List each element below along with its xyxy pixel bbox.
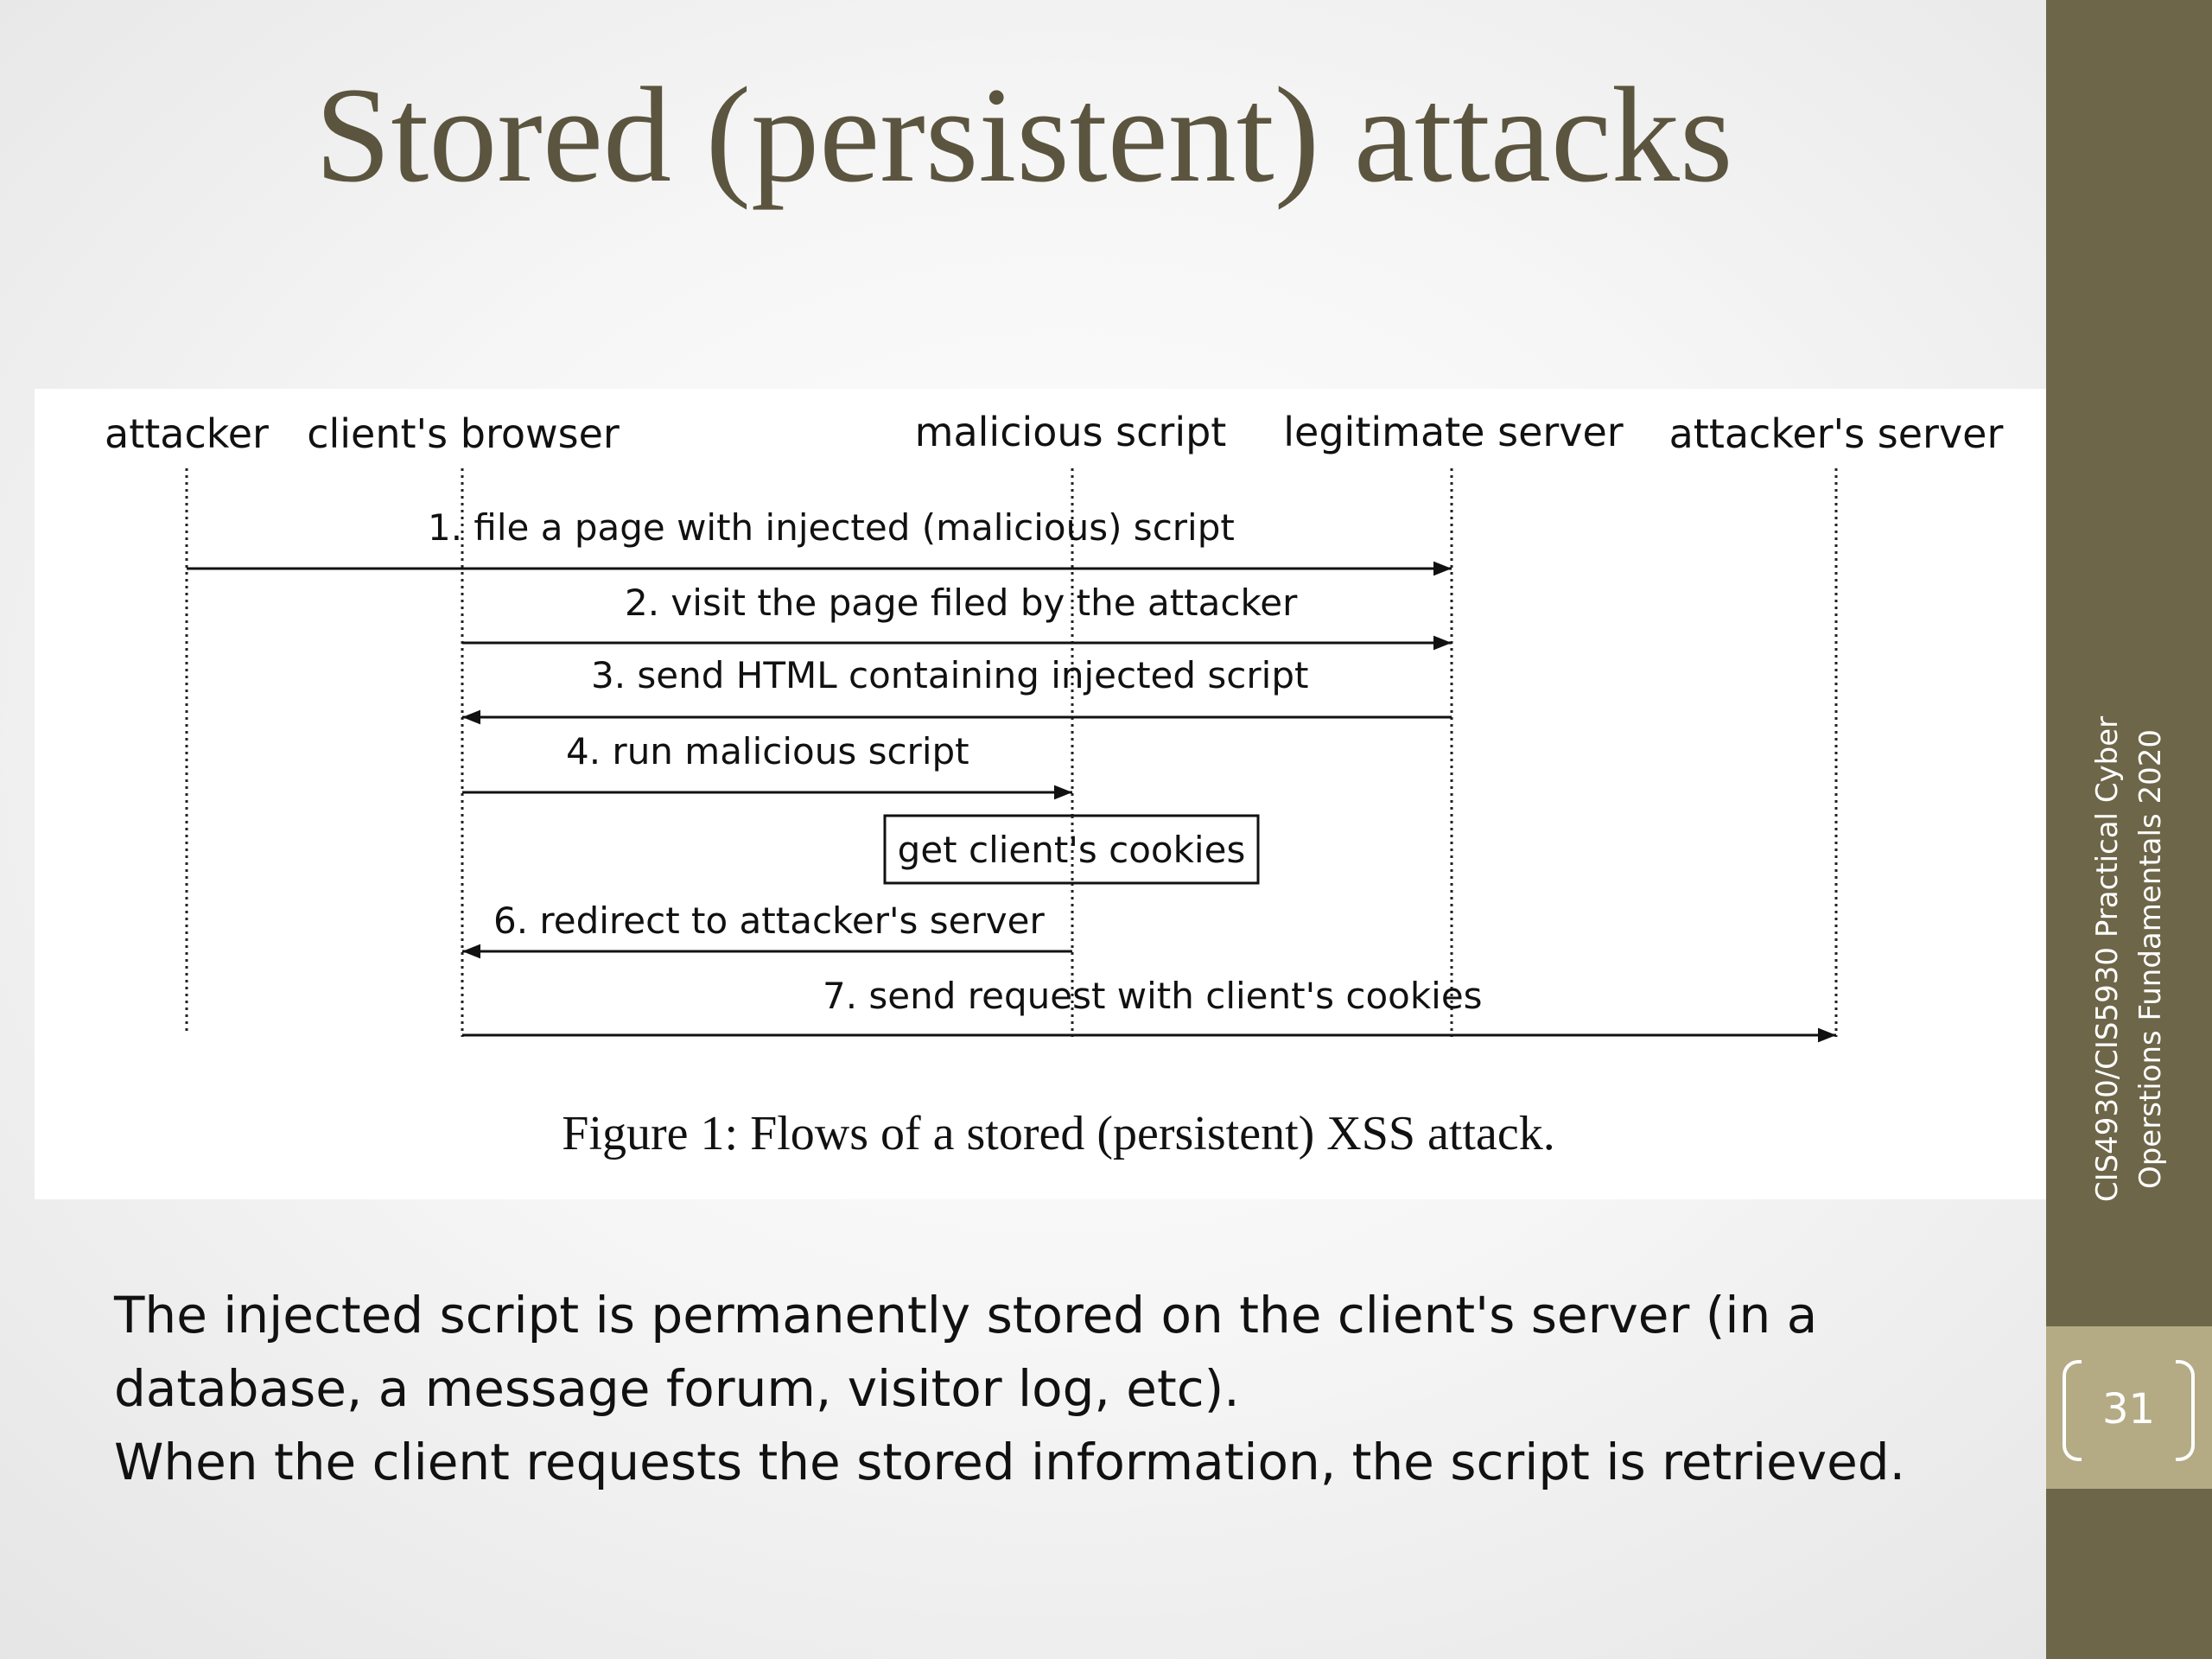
actor-attackers-server: attacker's server bbox=[1669, 410, 2004, 457]
sequence-diagram: attacker client's browser malicious scri… bbox=[35, 389, 2048, 1199]
actor-legitimate-server: legitimate server bbox=[1283, 409, 1624, 455]
page-number-badge: 31 bbox=[2063, 1360, 2195, 1461]
message-4-label: 4. run malicious script bbox=[566, 730, 969, 772]
sequence-diagram-svg: attacker client's browser malicious scri… bbox=[105, 409, 2004, 1160]
message-6-label: 6. redirect to attacker's server bbox=[493, 899, 1045, 942]
get-cookies-label: get client's cookies bbox=[898, 829, 1246, 871]
right-brace-icon bbox=[2176, 1360, 2195, 1461]
message-3-label: 3. send HTML containing injected script bbox=[591, 654, 1308, 696]
course-label: CIS4930/CIS5930 Practical Cyber Operstio… bbox=[2090, 715, 2168, 1203]
sidebar bbox=[2046, 0, 2212, 1659]
actor-clients-browser: client's browser bbox=[307, 410, 620, 457]
message-2-label: 2. visit the page filed by the attacker bbox=[625, 582, 1298, 624]
body-text: The injected script is permanently store… bbox=[114, 1279, 2015, 1499]
body-line: database, a message forum, visitor log, … bbox=[114, 1359, 1240, 1418]
message-1-label: 1. file a page with injected (malicious)… bbox=[428, 506, 1235, 549]
actor-malicious-script: malicious script bbox=[915, 409, 1227, 455]
message-7-label: 7. send request with client's cookies bbox=[823, 975, 1483, 1017]
sidebar-accent bbox=[2046, 1326, 2212, 1489]
figure-caption: Figure 1: Flows of a stored (persistent)… bbox=[562, 1107, 1554, 1160]
body-line: When the client requests the stored info… bbox=[114, 1433, 1906, 1491]
page-number: 31 bbox=[2101, 1385, 2156, 1433]
actor-attacker: attacker bbox=[105, 410, 269, 457]
body-line: The injected script is permanently store… bbox=[114, 1286, 1818, 1344]
slide-title: Stored (persistent) attacks bbox=[315, 60, 1733, 211]
left-brace-icon bbox=[2063, 1360, 2082, 1461]
